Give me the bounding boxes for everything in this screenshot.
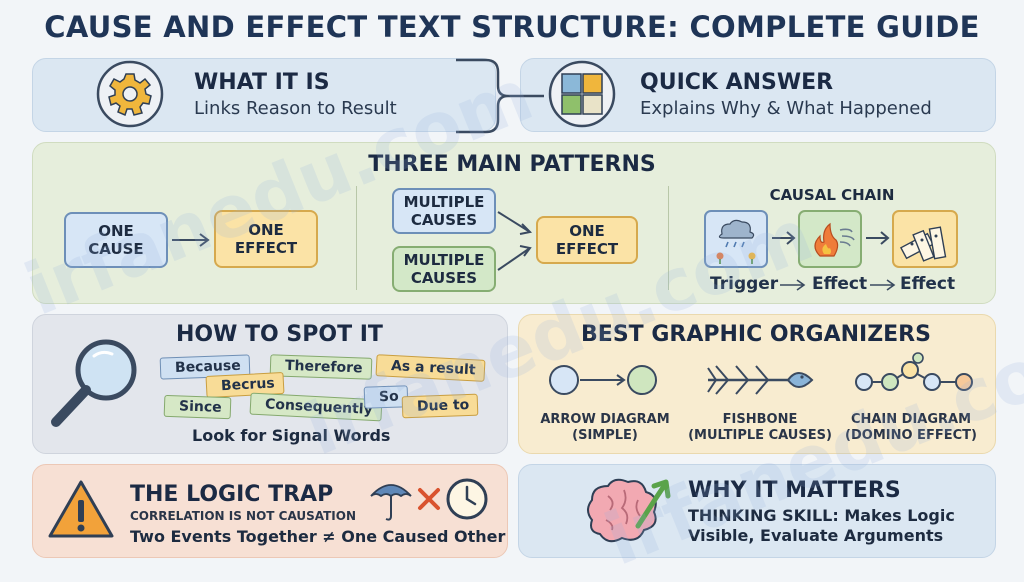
domino-icon [892,210,958,268]
organizer-chain-name: CHAIN DIAGRAM [850,412,972,427]
fire-wind-icon [798,210,862,268]
organizers-panel [518,314,996,454]
one-effect-box-2: ONE EFFECT [536,216,638,264]
what-it-is-text: Links Reason to Result [194,98,397,119]
multiple-causes-box-2: MULTIPLE CAUSES [392,246,496,292]
arrow-icon [780,279,806,291]
organizers-heading: BEST GRAPHIC ORGANIZERS [581,322,931,347]
signal-word-therefore: Therefore [269,354,372,380]
organizer-fishbone-detail: (MULTIPLE CAUSES) [688,428,832,443]
warning-icon [48,480,114,538]
chain-label-effect-1: Effect [812,274,868,294]
why-matters-line2: Visible, Evaluate Arguments [688,526,944,545]
what-it-is-heading: WHAT IT IS [194,70,330,95]
magnifier-icon [51,339,137,427]
divider [668,186,669,290]
logic-trap-line2: Two Events Together ≠ One Caused Other [130,527,506,546]
logic-trap-panel [32,464,508,558]
page-title: CAUSE AND EFFECT TEXT STRUCTURE: COMPLET… [44,10,980,44]
fishbone-icon [707,365,814,395]
spot-footer: Look for Signal Words [192,426,391,445]
puzzle-icon [548,60,616,128]
chain-label-trigger: Trigger [710,274,779,294]
umbrella-icon [370,484,412,521]
merge-arrows-icon [497,211,533,271]
signal-word-since: Since [163,394,232,420]
chain-label-effect-2: Effect [900,274,956,294]
why-matters-heading: WHY IT MATTERS [688,478,901,503]
quick-answer-heading: QUICK ANSWER [640,70,834,95]
arrow-icon [870,279,896,291]
clock-icon [446,478,488,520]
logic-trap-line1: CORRELATION IS NOT CAUSATION [130,509,357,523]
organizer-arrow-detail: (SIMPLE) [572,428,638,443]
organizer-fishbone-name: FISHBONE [722,412,798,427]
arrow-icon [772,231,796,245]
brain-growth-icon [587,478,671,543]
not-equal-x-icon [418,488,440,510]
causal-chain-heading: CAUSAL CHAIN [769,186,895,204]
rain-cloud-icon [704,210,768,268]
arrow-icon [172,233,210,247]
patterns-heading: THREE MAIN PATTERNS [368,152,656,177]
logic-trap-heading: THE LOGIC TRAP [130,482,334,507]
multiple-causes-box-1: MULTIPLE CAUSES [392,188,496,234]
divider [356,186,357,290]
one-effect-box: ONE EFFECT [214,210,318,268]
arrow-icon [866,231,890,245]
why-matters-line1: THINKING SKILL: Makes Logic [688,506,955,525]
signal-word-due-to: Due to [401,393,479,419]
organizer-arrow-name: ARROW DIAGRAM [540,412,670,427]
one-cause-box: ONE CAUSE [64,212,168,268]
spot-heading: HOW TO SPOT IT [176,322,383,347]
chain-diagram-icon [855,352,973,391]
gear-icon [96,60,164,128]
arrow-diagram-icon [549,365,657,395]
organizer-chain-detail: (DOMINO EFFECT) [845,428,977,443]
quick-answer-text: Explains Why & What Happened [640,98,932,119]
connector-bracket [456,58,544,134]
